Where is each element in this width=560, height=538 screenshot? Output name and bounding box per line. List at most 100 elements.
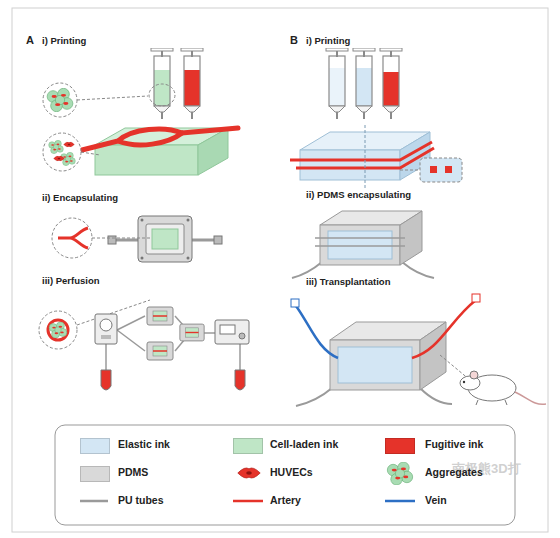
legend-swatch xyxy=(80,438,110,454)
printed-cell-laden-block xyxy=(118,133,182,145)
printed-elastic-block xyxy=(300,150,400,180)
legend-label: Artery xyxy=(270,494,301,506)
transplant-setup xyxy=(338,347,412,383)
syringe-fugitive xyxy=(383,72,399,106)
panel-letter: B xyxy=(290,34,298,47)
legend-label: Fugitive ink xyxy=(425,438,483,450)
perfusion-setup xyxy=(180,324,204,341)
step-heading: i) Printing xyxy=(42,36,86,47)
pdms-block xyxy=(320,225,400,265)
aggregate-sample xyxy=(387,462,412,485)
legend-label: Vein xyxy=(425,494,447,506)
step-heading: ii) Encapsulating xyxy=(42,193,118,204)
printed-cell-laden-block xyxy=(82,128,238,150)
transplant-setup xyxy=(463,381,465,383)
perfusion-setup xyxy=(100,319,112,331)
transplant-setup xyxy=(472,294,480,302)
legend-label: Elastic ink xyxy=(118,438,170,450)
legend-label: PDMS xyxy=(118,466,148,478)
encapsulated-device xyxy=(108,236,116,244)
transplant-setup xyxy=(291,294,546,406)
transplant-setup xyxy=(296,388,452,406)
legend-label: Aggregates xyxy=(425,466,483,478)
perfusion-setup xyxy=(48,320,68,340)
encapsulated-device xyxy=(141,219,144,222)
legend-swatch xyxy=(233,438,263,454)
step-heading: ii) PDMS encapsulating xyxy=(306,190,411,201)
legend-label: PU tubes xyxy=(118,494,164,506)
aggregate-inset xyxy=(77,96,148,100)
vein-sample xyxy=(385,500,415,503)
pu-tube-sample xyxy=(80,500,108,503)
printed-cell-laden-block xyxy=(82,128,238,175)
transplant-setup xyxy=(476,400,507,405)
syringe-elastic-2 xyxy=(353,48,375,119)
encapsulated-device xyxy=(146,224,184,254)
artery-sample xyxy=(233,500,263,503)
legend-label: HUVECs xyxy=(270,466,313,478)
encapsulated-device xyxy=(214,236,222,244)
perfusion-setup xyxy=(49,322,67,338)
pdms-block xyxy=(328,231,392,259)
printed-elastic-block xyxy=(420,158,462,182)
syringe-fugitive xyxy=(184,70,200,106)
printed-elastic-block xyxy=(290,142,432,160)
legend-swatch xyxy=(80,466,110,482)
perfusion-setup xyxy=(239,333,245,339)
transplant-setup xyxy=(412,300,476,358)
printed-elastic-block xyxy=(445,166,452,173)
transplant-setup xyxy=(420,322,446,390)
encapsulated-device xyxy=(187,257,190,260)
syringe-fugitive xyxy=(181,48,203,119)
perfusion-setup xyxy=(39,300,249,390)
perfusion-setup xyxy=(39,311,77,349)
channel-inset xyxy=(58,228,88,248)
transplant-setup xyxy=(291,299,299,307)
printed-elastic-block xyxy=(290,125,462,188)
transplant-setup xyxy=(470,371,478,379)
pdms-block xyxy=(315,238,405,246)
step-heading: iii) Perfusion xyxy=(42,276,100,287)
transplant-setup xyxy=(296,306,338,358)
syringe-fugitive xyxy=(380,48,402,119)
transplant-setup xyxy=(330,340,420,390)
channel-inset xyxy=(52,218,152,258)
syringe-fugitive xyxy=(380,48,402,119)
cell-inset xyxy=(81,152,100,155)
perfusion-setup xyxy=(147,342,173,360)
panel-letter: A xyxy=(26,34,34,47)
cell-inset xyxy=(49,140,64,153)
syringe-elastic-1 xyxy=(326,48,348,119)
pdms-block xyxy=(292,211,434,278)
legend-label: Cell-laden ink xyxy=(270,438,338,450)
channel-inset xyxy=(92,238,152,239)
cell-inset xyxy=(43,133,100,171)
perfusion-setup xyxy=(101,370,111,390)
cell-inset xyxy=(64,142,75,147)
syringe-elastic-1 xyxy=(326,48,348,119)
aggregate-inset xyxy=(43,83,175,117)
perfusion-setup xyxy=(101,335,111,339)
printed-elastic-block xyxy=(365,125,366,188)
step-heading: iii) Transplantation xyxy=(306,277,390,288)
encapsulated-device xyxy=(187,219,190,222)
perfusion-setup xyxy=(95,314,117,344)
aggregate-inset xyxy=(149,84,175,106)
encapsulated-device xyxy=(138,216,192,262)
encapsulated-device xyxy=(108,216,222,262)
encapsulated-device xyxy=(152,229,178,249)
printed-cell-laden-block xyxy=(198,128,228,175)
step-heading: i) Printing xyxy=(306,36,350,47)
syringe-fugitive xyxy=(181,48,203,119)
aggregate-inset xyxy=(43,83,77,117)
aggregate-inset xyxy=(47,88,73,111)
syringe-elastic-2 xyxy=(353,48,375,119)
perfusion-setup xyxy=(147,307,173,325)
legend-frame xyxy=(55,425,515,525)
printed-cell-laden-block xyxy=(95,145,198,175)
syringe-cell-laden xyxy=(154,70,170,106)
cell-inset xyxy=(43,133,81,171)
figure-frame xyxy=(12,8,548,532)
